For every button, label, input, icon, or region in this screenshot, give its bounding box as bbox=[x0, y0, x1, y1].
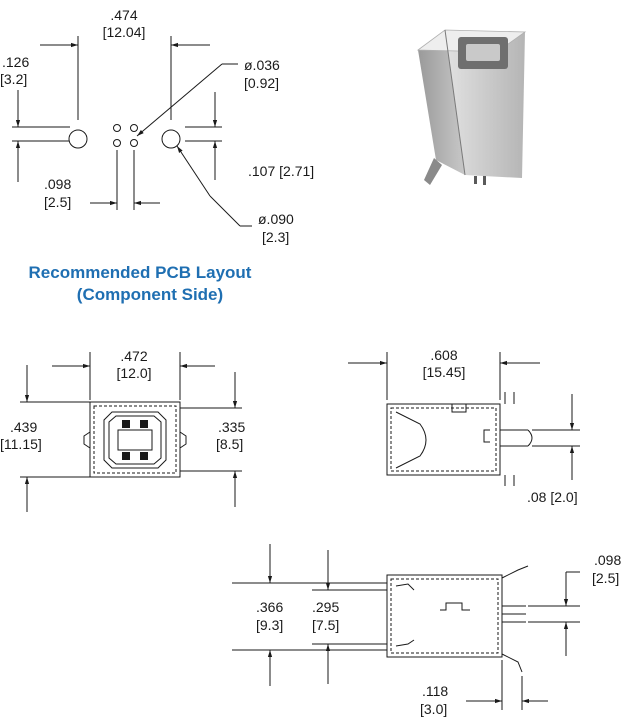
large-hole-dim: ø.090 bbox=[258, 211, 294, 227]
pcb-width-dim: .474 bbox=[110, 7, 137, 23]
side-length-dim-mm: [15.45] bbox=[423, 364, 466, 380]
pcb-left-dim: .126 bbox=[2, 54, 29, 70]
side-socket-profile bbox=[395, 411, 427, 469]
front-height-dim-mm: [11.15] bbox=[0, 436, 42, 452]
small-hole bbox=[113, 124, 121, 132]
pcb-pitch-dim: .098 bbox=[44, 176, 71, 192]
pcb-layout-view: .474 [12.04] .126 [3.2] .107 [2.71] ø.03… bbox=[0, 7, 314, 304]
bottom-outer-dim: .366 bbox=[256, 599, 283, 615]
connector-photo bbox=[416, 29, 527, 185]
connector-tab bbox=[424, 158, 442, 185]
front-height-dim: .439 bbox=[10, 419, 37, 435]
connector-pin bbox=[474, 176, 477, 184]
leader-line bbox=[136, 63, 223, 137]
large-hole bbox=[161, 129, 181, 149]
bottom-outer-dim-mm: [9.3] bbox=[256, 617, 283, 633]
bottom-pitch-dim: .098 bbox=[594, 552, 621, 568]
side-tab bbox=[83, 431, 91, 449]
leader-line bbox=[176, 145, 211, 197]
socket-contact bbox=[122, 420, 130, 428]
pcb-width-dim-mm: [12.04] bbox=[103, 24, 146, 40]
type-b-socket-inner bbox=[108, 415, 162, 465]
front-housing-inner bbox=[93, 405, 177, 474]
side-length-dim: .608 bbox=[430, 347, 457, 363]
bottom-housing-outline bbox=[386, 574, 503, 658]
connector-edge bbox=[444, 29, 466, 176]
connector-left-face bbox=[418, 30, 465, 175]
front-inner-dim-mm: [8.5] bbox=[216, 436, 243, 452]
pcb-title: Recommended PCB Layout bbox=[29, 263, 252, 282]
bottom-view: .366 [9.3] .295 [7.5] .098 [2.5] bbox=[232, 544, 621, 717]
front-view: .472 [12.0] .439 [11.15] .335 [8.5] bbox=[0, 348, 245, 512]
socket-contact bbox=[122, 452, 130, 460]
small-hole bbox=[130, 124, 138, 132]
bottom-latch bbox=[440, 602, 470, 611]
large-hole-dim-mm: [2.3] bbox=[262, 229, 289, 245]
connector-tongue bbox=[466, 44, 500, 61]
side-latch bbox=[451, 403, 467, 413]
socket-contact bbox=[140, 452, 148, 460]
leader-line bbox=[209, 195, 241, 227]
bottom-housing-inner bbox=[390, 578, 499, 654]
large-hole bbox=[68, 129, 88, 149]
small-hole bbox=[130, 139, 138, 147]
side-housing-outline bbox=[386, 403, 501, 476]
small-hole-dim-mm: [0.92] bbox=[244, 75, 279, 91]
small-hole bbox=[113, 139, 121, 147]
bottom-inner-dim: .295 bbox=[312, 599, 339, 615]
pcb-offset-dim: .107 [2.71] bbox=[248, 163, 314, 179]
type-b-socket bbox=[103, 411, 167, 469]
pcb-left-dim-mm: [3.2] bbox=[0, 71, 27, 87]
bottom-leg bbox=[501, 565, 529, 579]
bottom-tail-dim: .118 bbox=[422, 683, 448, 699]
front-width-dim: .472 bbox=[120, 348, 147, 364]
pcb-subtitle: (Component Side) bbox=[77, 285, 223, 304]
bottom-spring bbox=[395, 583, 415, 591]
side-detail bbox=[483, 429, 490, 443]
pcb-pitch-dim-mm: [2.5] bbox=[44, 194, 71, 210]
bottom-pitch-dim-mm: [2.5] bbox=[592, 570, 619, 586]
front-inner-dim: .335 bbox=[218, 419, 245, 435]
side-tab bbox=[179, 431, 187, 449]
side-view: .608 [15.45] .08 [2.0] bbox=[348, 347, 580, 505]
front-width-dim-mm: [12.0] bbox=[116, 365, 151, 381]
side-pin-dim: .08 [2.0] bbox=[527, 489, 578, 505]
bottom-spring bbox=[395, 639, 415, 647]
socket-contact bbox=[140, 420, 148, 428]
side-housing-inner bbox=[390, 407, 497, 472]
bottom-inner-dim-mm: [7.5] bbox=[312, 617, 339, 633]
connector-pin bbox=[483, 176, 486, 185]
bottom-tail-dim-mm: [3.0] bbox=[420, 701, 447, 717]
side-pin-end bbox=[527, 429, 533, 447]
socket-tongue bbox=[117, 429, 153, 451]
bottom-leg bbox=[501, 653, 523, 673]
small-hole-dim: ø.036 bbox=[244, 57, 280, 73]
